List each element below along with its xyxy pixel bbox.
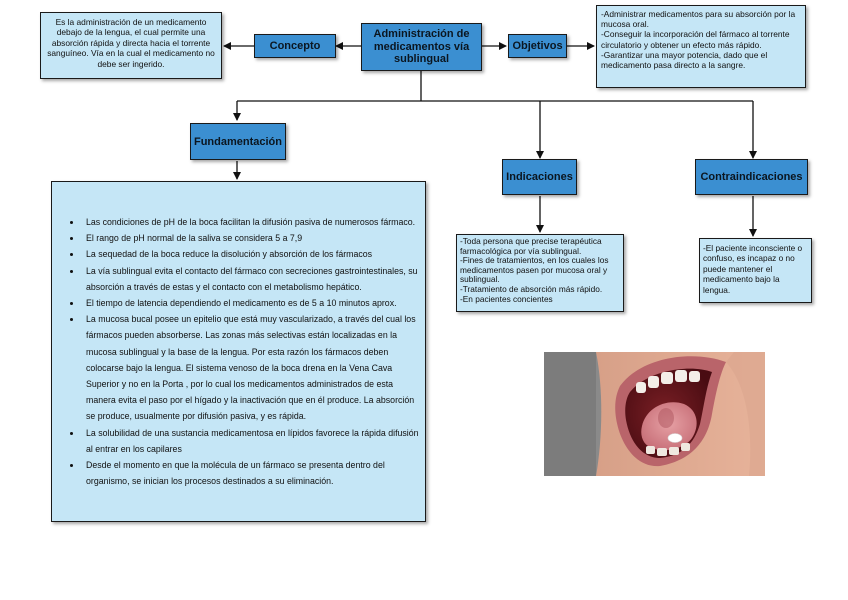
objetivos-label: Objetivos — [512, 40, 563, 52]
mouth-illustration — [544, 352, 765, 476]
concepto-panel: Es la administración de un medicamento d… — [40, 12, 222, 79]
mouth-illustration-graphic — [544, 352, 765, 476]
fundamentacion-item: La solubilidad de una sustancia medicame… — [82, 425, 419, 457]
concepto-text: Es la administración de un medicamento d… — [47, 17, 215, 69]
indicaciones-label: Indicaciones — [506, 171, 573, 183]
fundamentacion-node: Fundamentación — [190, 123, 286, 160]
indicaciones-line: -En pacientes concientes — [460, 293, 553, 304]
indicaciones-line: -Fines de tratamientos, en los cuales lo… — [460, 255, 609, 285]
objetivos-line: -Garantizar una mayor potencia, dado que… — [601, 49, 768, 71]
fundamentacion-item: Desde el momento en que la molécula de u… — [82, 457, 419, 489]
objetivos-panel: -Administrar medicamentos para su absorc… — [596, 5, 806, 88]
fundamentacion-item: El tiempo de latencia dependiendo el med… — [82, 295, 419, 311]
concepto-label: Concepto — [269, 40, 321, 52]
indicaciones-line: -Toda persona que precise terapéutica fa… — [460, 236, 602, 256]
central-node: Administración de medicamentos vía subli… — [361, 23, 482, 71]
contraindicaciones-node: Contraindicaciones — [695, 159, 808, 195]
indicaciones-line: -Tratamiento de absorción más rápido. — [460, 283, 603, 294]
objetivos-node: Objetivos — [508, 34, 567, 58]
contraindicaciones-text: -El paciente inconsciente o confuso, es … — [703, 243, 803, 295]
fundamentacion-list: Las condiciones de pH de la boca facilit… — [56, 214, 419, 489]
indicaciones-node: Indicaciones — [502, 159, 577, 195]
fundamentacion-item: Las condiciones de pH de la boca facilit… — [82, 214, 419, 230]
fundamentacion-item: La vía sublingual evita el contacto del … — [82, 263, 419, 295]
central-title: Administración de medicamentos vía subli… — [373, 28, 470, 66]
fundamentacion-item: El rango de pH normal de la saliva se co… — [82, 230, 419, 246]
fundamentacion-item: La sequedad de la boca reduce la disoluc… — [82, 246, 419, 262]
objetivos-line: -Conseguir la incorporación del fármaco … — [601, 29, 790, 50]
concepto-node: Concepto — [254, 34, 336, 58]
indicaciones-panel: -Toda persona que precise terapéutica fa… — [456, 234, 624, 312]
objetivos-line: -Administrar medicamentos para su absorc… — [601, 9, 796, 30]
contraindicaciones-label: Contraindicaciones — [700, 171, 803, 183]
fundamentacion-panel: Las condiciones de pH de la boca facilit… — [51, 181, 426, 522]
contraindicaciones-panel: -El paciente inconsciente o confuso, es … — [699, 238, 812, 303]
fundamentacion-item: La mucosa bucal posee un epitelio que es… — [82, 311, 419, 424]
fundamentacion-label: Fundamentación — [193, 135, 282, 148]
